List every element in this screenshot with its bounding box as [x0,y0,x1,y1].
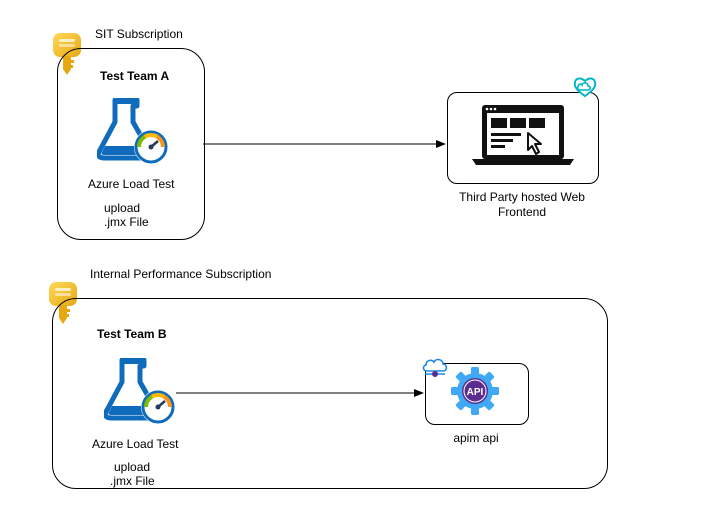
laptop-browser-icon [472,105,574,165]
load-test-b-label: Azure Load Test [92,437,179,451]
team-a-label: Test Team A [100,69,170,83]
team-b-label: Test Team B [97,327,167,341]
upload-a-line2: .jmx File [104,215,149,229]
load-test-a-label: Azure Load Test [88,177,175,191]
sit-subscription-label: SIT Subscription [95,27,183,41]
apim-label: apim api [453,431,499,445]
azure-load-test-icon [97,98,168,164]
frontend-box [447,92,599,184]
upload-b-line1: upload [114,460,151,474]
upload-b-line2: .jmx File [110,474,155,488]
azure-load-test-icon [104,358,175,424]
upload-a-line1: upload [104,201,141,215]
frontend-label-line1: Third Party hosted Web [459,190,585,204]
api-gear-icon: API [451,367,499,415]
cloud-network-icon [422,358,448,377]
apim-box [425,363,529,425]
cloud-heart-icon [573,77,597,98]
api-badge-text: API [467,387,484,398]
internal-subscription-label: Internal Performance Subscription [90,267,272,281]
frontend-label-line2: Frontend [497,205,547,219]
internal-subscription-box [52,298,608,489]
